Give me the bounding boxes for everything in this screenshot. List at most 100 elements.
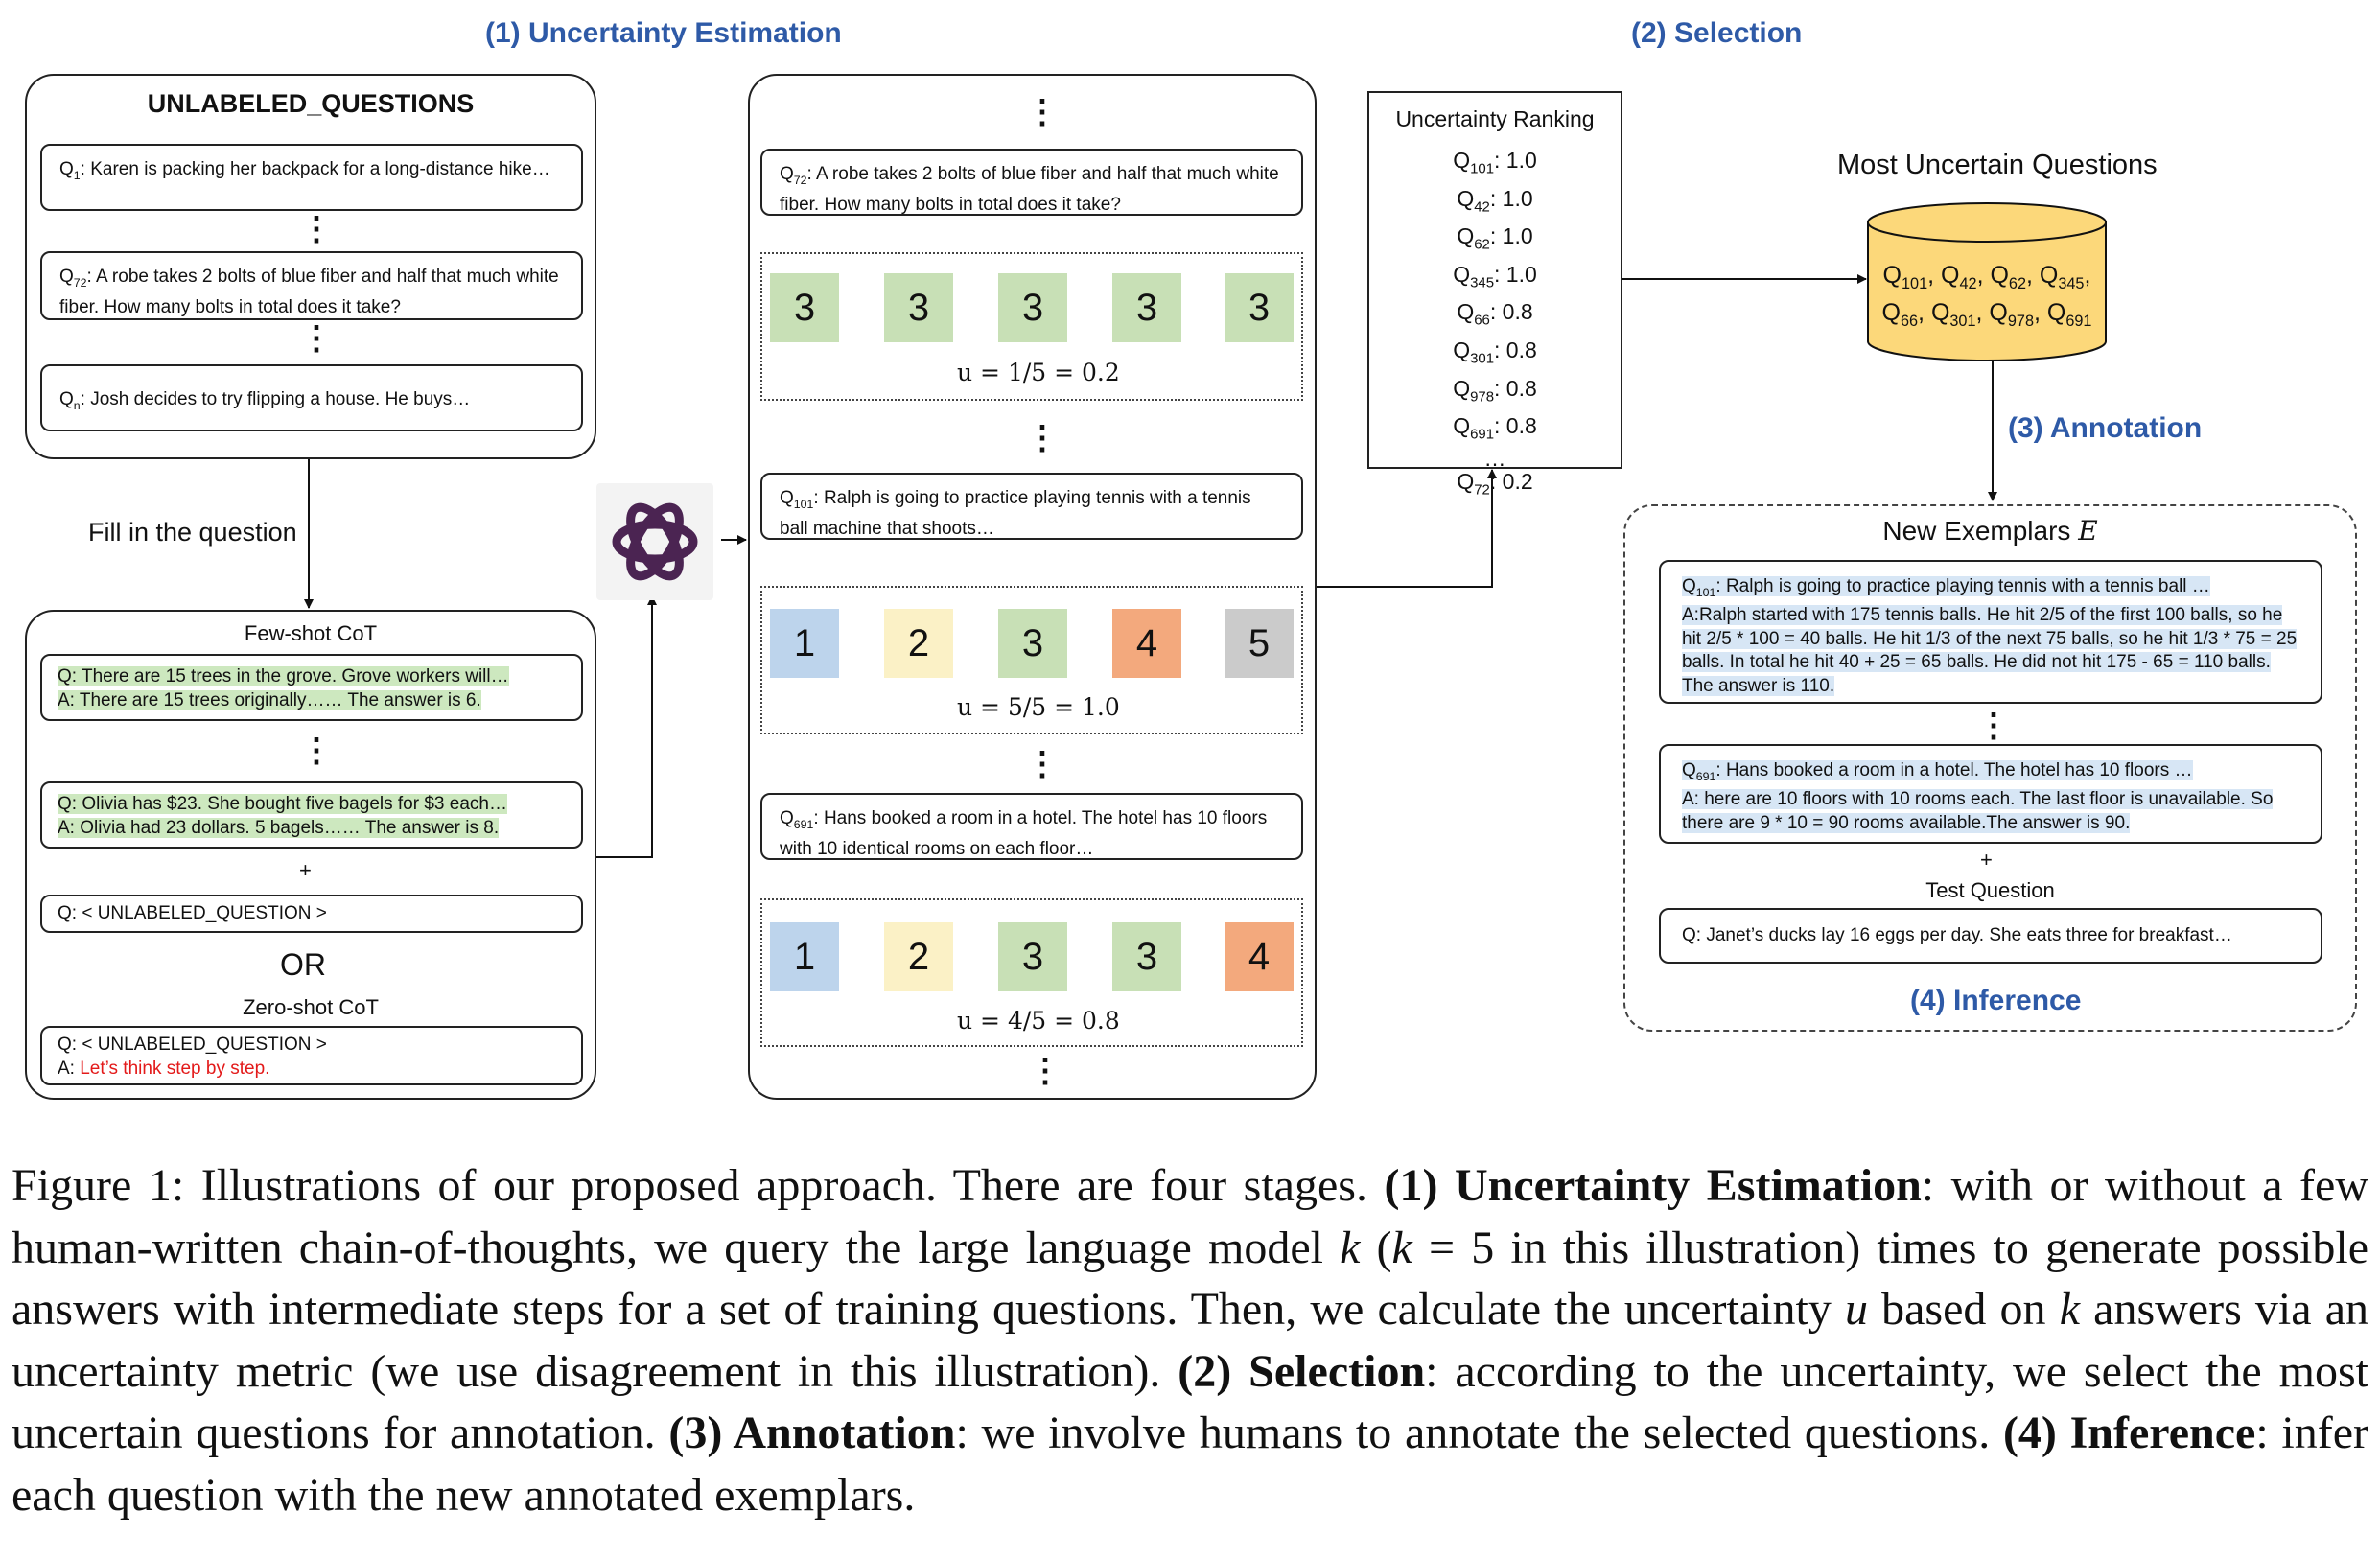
exemplar-q101: Q101: Ralph is going to practice playing…	[1659, 560, 2322, 704]
few-shot-example-1: Q: There are 15 trees in the grove. Grov…	[40, 654, 583, 721]
answer-tile: 5	[1225, 609, 1294, 678]
database-line-2: Q66, Q301, Q978, Q691	[1870, 298, 2104, 336]
llm-logo	[596, 483, 713, 600]
ranking-item-subscript: 301	[1470, 350, 1495, 367]
exemplar-q101-question: Q101: Ralph is going to practice playing…	[1682, 576, 2210, 599]
unlabeled-question-q72: Q72: A robe takes 2 bolts of blue fiber …	[40, 251, 583, 320]
zero-shot-question: Q: < UNLABELED_QUESTION >	[58, 1035, 327, 1055]
new-exemplars-panel	[1623, 504, 2357, 1032]
ranking-item: Q345: 1.0	[1453, 261, 1537, 291]
database-separator: ,	[2026, 262, 2040, 289]
caption-text: : infer each question with the new annot…	[12, 1408, 2369, 1521]
vertical-ellipsis: ⋮	[1026, 94, 1059, 130]
exemplar-subscript: 101	[1695, 585, 1716, 599]
caption-text: : with or without a few human-written ch…	[12, 1160, 2368, 1273]
database-question-subscript: 101	[1902, 275, 1928, 292]
few-shot-cot-title: Few-shot CoT	[244, 621, 378, 645]
few-shot-example-2: Q: Olivia has $23. She bought five bagel…	[40, 781, 583, 849]
database-separator: ,	[1975, 299, 1990, 326]
answers-row-q72	[760, 252, 1303, 401]
answer-tile: 2	[884, 922, 953, 991]
stage-title-uncertainty-estimation: (1) Uncertainty Estimation	[485, 17, 842, 49]
ranking-item: Q66: 0.8	[1457, 299, 1533, 329]
answers-row-q101	[760, 586, 1303, 734]
answer-tile: 3	[998, 273, 1067, 342]
exemplar-q691: Q691: Hans booked a room in a hotel. The…	[1659, 744, 2322, 844]
caption-stage-1: (1) Uncertainty Estimation	[1384, 1160, 1922, 1211]
exemplar-question-text: : Hans booked a room in a hotel. The hot…	[1715, 760, 2193, 780]
ranking-item-value: : 0.8	[1494, 337, 1537, 362]
caption-text: based on	[1867, 1284, 2060, 1335]
unlabeled-question-qn: Qn: Josh decides to try flipping a house…	[40, 364, 583, 431]
answer-tile: 3	[1112, 273, 1181, 342]
vertical-ellipsis: ⋮	[1029, 1053, 1062, 1089]
answer-tile: 4	[1112, 609, 1181, 678]
q72-text: : A robe takes 2 bolts of blue fiber and…	[780, 164, 1279, 215]
ranking-item: Q978: 0.8	[1453, 375, 1537, 406]
example-2-answer: A: Olivia had 23 dollars. 5 bagels…… The…	[58, 818, 500, 838]
ranking-item-value: : 1.0	[1489, 185, 1533, 211]
q72-text: : A robe takes 2 bolts of blue fiber and…	[59, 267, 559, 317]
ranking-item: Q62: 1.0	[1457, 223, 1533, 253]
arrow-to-ranking	[1317, 469, 1497, 588]
caption-text: (	[1360, 1222, 1392, 1273]
openai-knot-icon	[612, 502, 698, 581]
database-question-id: Q66,	[1881, 299, 1931, 330]
answer-tile: 1	[770, 922, 839, 991]
ranking-item-subscript: 345	[1470, 274, 1495, 291]
uncertainty-value-q72: u = 1/5 = 0.2	[957, 359, 1120, 386]
database-body	[1867, 221, 2107, 361]
database-question-id: Q345,	[2039, 262, 2091, 292]
zero-shot-cot-title: Zero-shot CoT	[243, 995, 379, 1019]
ranking-ellipsis: …	[1483, 445, 1506, 471]
exemplar-subscript: 691	[1695, 769, 1716, 783]
figure-caption: Figure 1: Illustrations of our proposed …	[12, 1155, 2368, 1526]
example-1-question: Q: There are 15 trees in the grove. Grov…	[58, 666, 509, 686]
example-2-question: Q: Olivia has $23. She bought five bagel…	[58, 794, 507, 814]
database-separator: ,	[2034, 299, 2047, 326]
caption-stage-2: (2) Selection	[1178, 1345, 1426, 1397]
caption-text: answers via an uncertainty metric (we us…	[12, 1284, 2369, 1397]
answers-row-q691	[760, 898, 1303, 1047]
database-separator: ,	[2084, 262, 2091, 289]
caption-text: : according to the uncertainty, we selec…	[12, 1345, 2368, 1459]
q1-text: : Karen is packing her backpack for a lo…	[80, 159, 550, 179]
exemplar-q691-question: Q691: Hans booked a room in a hotel. The…	[1682, 760, 2193, 783]
ranking-item-value: : 1.0	[1494, 148, 1537, 173]
fill-question-label: Fill in the question	[88, 518, 297, 547]
zero-shot-trigger: Let’s think step by step.	[80, 1059, 270, 1079]
ranking-item-last: Q72: 0.2	[1457, 468, 1533, 499]
database-line-1: Q101, Q42, Q62, Q345,	[1870, 261, 2104, 298]
few-shot-unlabeled-question: Q: < UNLABELED_QUESTION >	[40, 895, 583, 933]
database-separator: ,	[1918, 299, 1931, 326]
example-1-answer: A: There are 15 trees originally…… The a…	[58, 690, 481, 710]
exemplar-q691-answer: A: here are 10 floors with 10 rooms each…	[1682, 789, 2274, 833]
ranking-item-value: : 0.8	[1494, 375, 1537, 401]
plus-sign: +	[1980, 848, 1993, 872]
ranking-item: Q301: 0.8	[1453, 337, 1537, 367]
stage-title-annotation: (3) Annotation	[2008, 412, 2203, 444]
unlabeled-questions-title: UNLABELED_QUESTIONS	[147, 89, 475, 118]
stage-title-selection: (2) Selection	[1631, 17, 1803, 49]
uncertainty-value-q691: u = 4/5 = 0.8	[957, 1007, 1120, 1035]
or-separator: OR	[280, 947, 326, 982]
ranking-item-subscript: 72	[1474, 481, 1490, 499]
estimation-question-q101: Q101: Ralph is going to practice playing…	[760, 473, 1303, 540]
caption-text: Figure 1: Illustrations of our proposed …	[12, 1160, 1385, 1211]
ranking-item-subscript: 62	[1474, 236, 1490, 253]
stage-title-inference: (4) Inference	[1910, 985, 2082, 1016]
database-question-subscript: 978	[2007, 313, 2034, 330]
test-question-title: Test Question	[1925, 878, 2055, 902]
uncertainty-value-q101: u = 5/5 = 1.0	[957, 693, 1120, 721]
vertical-ellipsis: ⋮	[1026, 420, 1059, 456]
database-question-subscript: 301	[1949, 313, 1976, 330]
answer-tile: 3	[998, 609, 1067, 678]
answer-tile: 3	[884, 273, 953, 342]
ranking-item-subscript: 691	[1470, 426, 1495, 443]
vertical-ellipsis: ⋮	[300, 211, 333, 247]
vertical-ellipsis: ⋮	[300, 733, 333, 769]
q72-subscript: 72	[793, 173, 807, 187]
caption-stage-4: (4) Inference	[2002, 1408, 2256, 1458]
zero-shot-prompt: Q: < UNLABELED_QUESTION > A: Let’s think…	[40, 1026, 583, 1085]
vertical-ellipsis: ⋮	[300, 320, 333, 357]
